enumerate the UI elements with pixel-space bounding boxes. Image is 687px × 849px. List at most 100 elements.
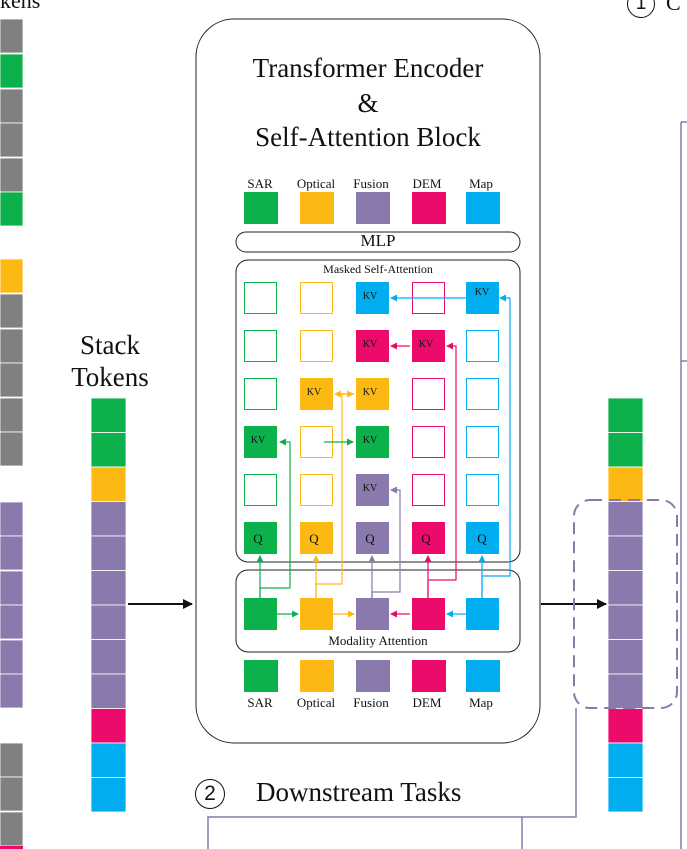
encoder-title-line-2: & [357,88,379,118]
mlp-box [235,231,521,253]
kv-label-fusion-row1: KV [362,291,378,302]
stack-token-5 [90,570,127,606]
output-token-3 [607,501,644,537]
left-token-12 [0,431,24,467]
output-token-10 [607,742,644,778]
q-label-optical: Q [309,531,319,546]
q-square-sar [244,522,277,554]
grid-cell-2-1 [300,378,333,410]
grid-cell-4-2 [356,474,389,506]
left-token-15 [0,535,24,571]
output-token-0 [607,397,644,433]
grid-cell-1-1 [300,330,333,362]
stack-tokens-label-line-2: Tokens [71,362,149,392]
output-token-6 [607,604,644,640]
kv-label-optical: KV [306,387,322,398]
grid-cell-0-1 [300,282,333,314]
stack-token-2 [90,466,127,502]
stack-token-1 [90,432,127,468]
q-square-map [466,522,499,554]
grid-cell-0-4 [466,282,499,314]
step-2-badge: 2 [195,779,225,809]
top-label-sar: SAR [247,176,273,191]
stack-token-11 [90,777,127,813]
ma-square-optical [300,598,333,630]
grid-cell-3-2 [356,426,389,458]
q-label-dem: Q [421,531,431,546]
grid-cell-4-0 [244,474,277,506]
bottom-label-sar: SAR [247,695,273,710]
encoder-title-line-1: Transformer Encoder [252,53,484,83]
kv-label-fusion-row3: KV [362,387,378,398]
output-token-11 [607,777,644,813]
grid-cell-1-0 [244,330,277,362]
bottom-label-optical: Optical [296,695,336,710]
left-token-0 [0,18,24,54]
bottom-square-sar [244,660,278,692]
grid-cell-4-3 [412,474,445,506]
route-sar-kv [259,438,291,598]
downstream-tasks-label: Downstream Tasks [256,777,462,807]
q-square-dem [412,522,445,554]
route-dem-kv [427,342,457,598]
grid-cell-0-2 [356,282,389,314]
left-token-5 [0,191,24,227]
left-token-1 [0,53,24,89]
kv-label-sar: KV [250,435,266,446]
partial-tokens-label: kens [0,0,41,13]
stack-tokens-label-line-1: Stack [80,330,140,360]
grid-cell-0-0 [244,282,277,314]
top-square-dem [412,192,446,224]
grid-cell-1-4 [466,330,499,362]
q-label-map: Q [477,531,487,546]
masked-attention-box [235,259,521,563]
left-token-23 [0,811,24,847]
left-token-22 [0,776,24,812]
grid-cell-2-4 [466,378,499,410]
stack-token-7 [90,639,127,675]
kv-label-dem: KV [418,339,434,350]
route-fusion-kv [371,486,401,598]
grid-cell-4-4 [466,474,499,506]
ma-square-fusion [356,598,389,630]
stack-token-10 [90,742,127,778]
top-square-sar [244,192,278,224]
stack-token-6 [90,604,127,640]
output-token-2 [607,466,644,502]
encoder-title-line-3: Self-Attention Block [255,122,481,152]
output-token-4 [607,535,644,571]
output-token-5 [607,570,644,606]
q-label-sar: Q [253,531,263,546]
output-token-8 [607,673,644,709]
top-square-optical [300,192,334,224]
bottom-label-map: Map [469,695,493,710]
grid-cell-1-3 [412,330,445,362]
stack-token-4 [90,535,127,571]
grid-cell-2-2 [356,378,389,410]
left-token-11 [0,397,24,433]
masked-self-attention-label: Masked Self-Attention [323,262,433,276]
left-token-18 [0,639,24,675]
ma-square-map [466,598,499,630]
kv-label-fusion-row4: KV [362,435,378,446]
q-square-fusion [356,522,389,554]
stack-token-8 [90,673,127,709]
stack-token-9 [90,708,127,744]
top-square-fusion [356,192,390,224]
q-square-optical [300,522,333,554]
top-label-fusion: Fusion [353,176,389,191]
stack-token-0 [90,397,127,433]
top-label-map: Map [469,176,493,191]
left-token-2 [0,88,24,124]
left-token-19 [0,673,24,709]
kv-label-fusion-row5: KV [362,483,378,494]
modality-attention-box [235,569,521,653]
left-token-8 [0,293,24,329]
top-square-map [466,192,500,224]
bottom-square-fusion [356,660,390,692]
stack-token-3 [90,501,127,537]
left-token-10 [0,362,24,398]
ma-square-dem [412,598,445,630]
